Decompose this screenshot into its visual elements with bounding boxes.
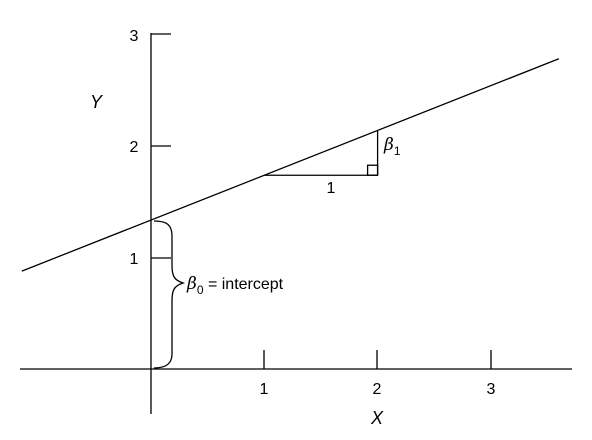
beta0-subscript: 0 (197, 283, 204, 297)
intercept-brace (153, 220, 186, 369)
y-tick-label-1: 1 (130, 251, 139, 268)
intercept-text: = intercept (204, 276, 284, 293)
y-tick-label-2: 2 (130, 139, 139, 156)
beta1-symbol: β (383, 135, 394, 155)
slope-run-label: 1 (327, 180, 336, 197)
right-angle-marker (366, 164, 379, 176)
intercept-annotation: β0 = intercept (186, 274, 284, 297)
slope-beta1-label: β1 (383, 135, 401, 158)
regression-line (21, 58, 560, 272)
y-axis-label: Y (90, 92, 104, 112)
beta0-symbol: β (186, 274, 197, 294)
y-tick-label-3: 3 (130, 28, 139, 45)
x-tick-label-2: 2 (373, 381, 382, 398)
x-tick-label-1: 1 (260, 381, 269, 398)
x-tick-label-3: 3 (487, 381, 496, 398)
beta1-subscript: 1 (394, 144, 401, 158)
x-axis-label: X (370, 408, 384, 428)
